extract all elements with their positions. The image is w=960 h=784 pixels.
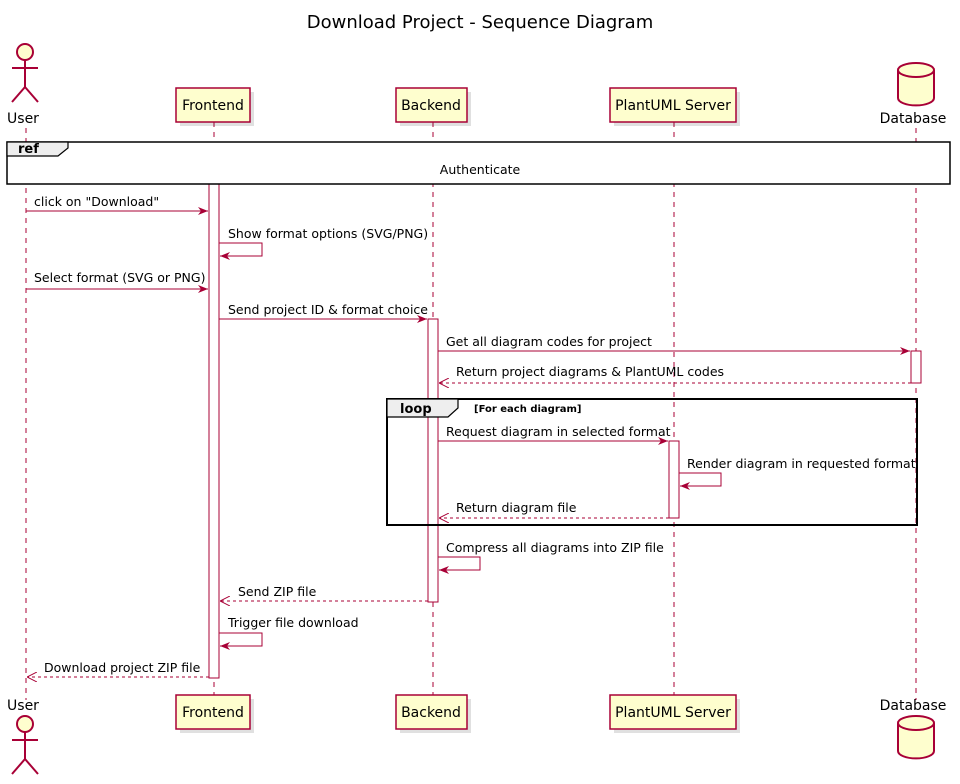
participant-backend-bottom bbox=[395, 694, 468, 730]
ref-label: ref bbox=[18, 142, 39, 157]
activation-backend bbox=[427, 318, 439, 603]
message-label-5: Get all diagram codes for project bbox=[446, 334, 652, 349]
ref-frame: ref Authenticate bbox=[6, 141, 951, 185]
message-label-6: Return project diagrams & PlantUML codes bbox=[456, 364, 724, 379]
participant-label-plantuml-bottom: PlantUML Server bbox=[615, 705, 731, 721]
participant-label-user-top: User bbox=[7, 111, 39, 127]
message-label-3: Select format (SVG or PNG) bbox=[34, 270, 205, 285]
actor-user-top bbox=[11, 43, 39, 103]
database-icon-top bbox=[897, 62, 935, 107]
participant-plantuml-top bbox=[609, 87, 737, 123]
message-label-2: Show format options (SVG/PNG) bbox=[228, 226, 428, 241]
loop-frame: loop [For each diagram] bbox=[386, 398, 918, 526]
participant-label-database-bottom: Database bbox=[880, 698, 947, 714]
message-arrow-2 bbox=[219, 242, 263, 260]
participant-label-database-top: Database bbox=[880, 111, 947, 127]
message-label-9: Return diagram file bbox=[456, 500, 577, 515]
message-arrow-10 bbox=[438, 556, 481, 574]
participant-label-frontend-bottom: Frontend bbox=[182, 705, 244, 721]
actor-head-icon bbox=[16, 715, 34, 733]
actor-head-icon bbox=[16, 43, 34, 61]
activation-plantuml bbox=[668, 440, 680, 519]
message-label-12: Trigger file download bbox=[227, 615, 359, 630]
participant-label-backend-bottom: Backend bbox=[401, 705, 461, 721]
message-label-1: click on "Download" bbox=[34, 194, 159, 209]
message-label-13: Download project ZIP file bbox=[44, 660, 201, 675]
participant-frontend-bottom bbox=[175, 694, 251, 730]
message-label-10: Compress all diagrams into ZIP file bbox=[446, 540, 664, 555]
actor-user-bottom bbox=[11, 715, 39, 775]
activation-database bbox=[910, 350, 922, 384]
loop-label: loop bbox=[400, 402, 432, 417]
message-arrow-12 bbox=[219, 632, 263, 650]
activation-frontend bbox=[208, 182, 220, 679]
participant-plantuml-bottom bbox=[609, 694, 737, 730]
message-label-11: Send ZIP file bbox=[238, 584, 317, 599]
participant-label-plantuml-top: PlantUML Server bbox=[615, 98, 731, 114]
loop-condition: [For each diagram] bbox=[474, 404, 582, 415]
participant-backend-top bbox=[395, 87, 468, 123]
participant-label-backend-top: Backend bbox=[401, 98, 461, 114]
participant-label-frontend-top: Frontend bbox=[182, 98, 244, 114]
message-label-7: Request diagram in selected format bbox=[446, 424, 671, 439]
participant-frontend-top bbox=[175, 87, 251, 123]
database-icon-bottom bbox=[897, 715, 935, 760]
message-arrow-8 bbox=[679, 472, 722, 490]
ref-text: Authenticate bbox=[440, 162, 521, 177]
message-label-4: Send project ID & format choice bbox=[228, 302, 428, 317]
participant-label-user-bottom: User bbox=[7, 698, 39, 714]
message-label-8: Render diagram in requested format bbox=[687, 456, 916, 471]
diagram-title: Download Project - Sequence Diagram bbox=[307, 12, 654, 33]
